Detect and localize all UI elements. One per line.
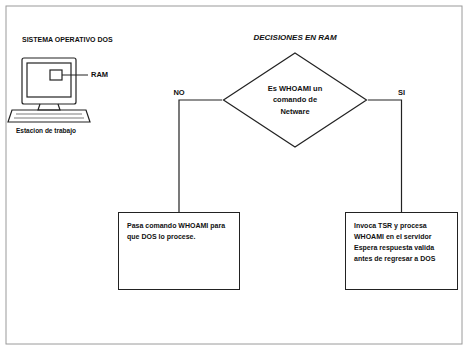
ram-label: RAM xyxy=(91,70,108,79)
connector xyxy=(179,100,222,212)
workstation-label: Estacion de trabajo xyxy=(16,127,76,134)
edge-label: NO xyxy=(172,88,185,97)
box-text: Invoca TSR y procesa WHOAMI en el servid… xyxy=(354,221,449,264)
system-label: SISTEMA OPERATIVO DOS xyxy=(22,36,113,43)
process-box: Pasa comando WHOAMI para que DOS lo proc… xyxy=(118,212,240,290)
box-text: Pasa comando WHOAMI para que DOS lo proc… xyxy=(127,221,231,243)
leader-line xyxy=(62,75,88,76)
edge-label: SI xyxy=(397,88,406,97)
decision-diamond: Es WHOAMI un comando de Netware xyxy=(222,52,368,148)
connector xyxy=(368,100,402,212)
diagram-title: DECISIONES EN RAM xyxy=(253,33,336,42)
frame xyxy=(6,6,462,344)
process-box: Invoca TSR y procesa WHOAMI en el servid… xyxy=(345,212,458,290)
computer-icon xyxy=(8,58,90,122)
diamond-text: Es WHOAMI un comando de Netware xyxy=(264,83,326,117)
